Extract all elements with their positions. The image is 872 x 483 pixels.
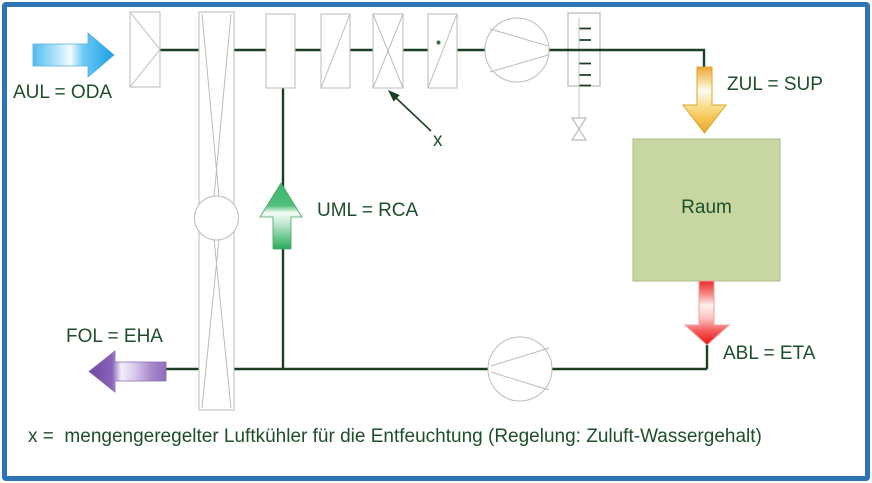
caption-text: x = mengengeregelter Luftkühler für die … bbox=[28, 426, 762, 447]
recirculation-air-arrow-icon bbox=[259, 182, 303, 250]
outdoor-air-arrow-icon bbox=[32, 32, 115, 78]
cooler-marker-label: x bbox=[433, 130, 443, 151]
cooling-coil-icon bbox=[372, 13, 404, 89]
supply-fan-icon bbox=[484, 17, 550, 83]
room-label: Raum bbox=[681, 197, 732, 218]
mixing-section-icon bbox=[265, 13, 296, 89]
extract-fan-icon bbox=[487, 336, 553, 402]
reheater-coil-icon bbox=[427, 13, 458, 89]
outdoor-air-label: AUL = ODA bbox=[13, 82, 113, 103]
exhaust-air-arrow-icon bbox=[88, 350, 167, 393]
annotation-arrow bbox=[388, 90, 432, 132]
exhaust-air-label: FOL = EHA bbox=[66, 326, 163, 347]
extract-air-label: ABL = ETA bbox=[723, 343, 816, 364]
humidifier-nozzles bbox=[579, 27, 591, 87]
heating-coil-icon bbox=[320, 13, 351, 89]
supply-air-label: ZUL = SUP bbox=[727, 74, 823, 95]
extract-air-arrow-icon bbox=[683, 280, 731, 346]
control-valve-icon bbox=[570, 86, 588, 141]
supply-air-arrow-icon bbox=[681, 66, 728, 134]
outside-air-damper-icon bbox=[129, 11, 161, 88]
room-box bbox=[632, 138, 781, 282]
rotary-heat-exchanger-icon bbox=[194, 11, 239, 411]
recirculation-air-label: UML = RCA bbox=[317, 200, 419, 221]
duct-lines bbox=[160, 48, 709, 371]
